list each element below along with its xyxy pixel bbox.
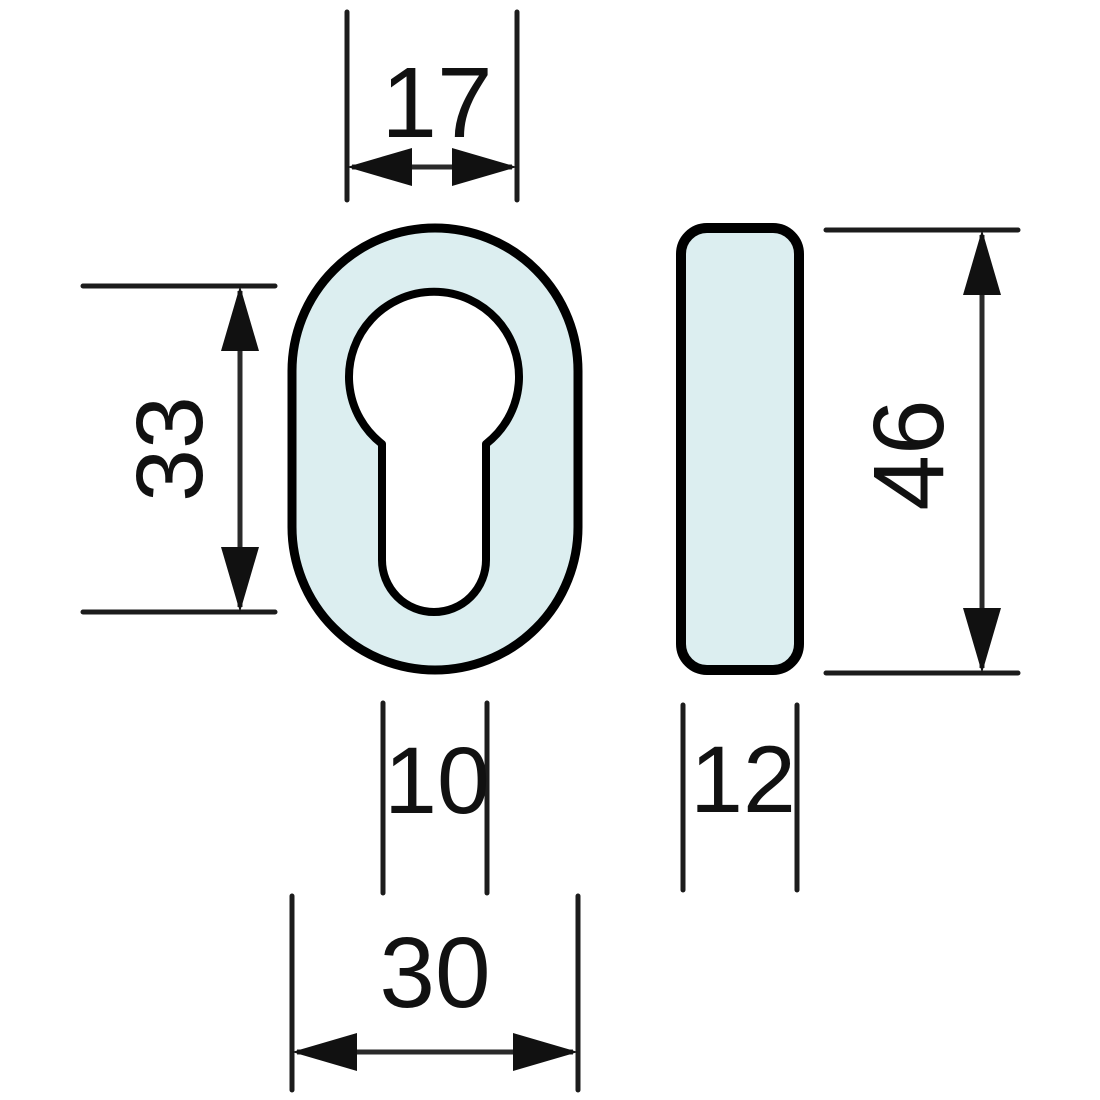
- dimension-keyhole-height: 33: [80, 283, 278, 615]
- dimension-label-30: 30: [379, 917, 490, 1029]
- arrowhead-right-icon: [513, 1033, 578, 1071]
- arrowhead-down-icon: [963, 608, 1001, 673]
- dimension-label-10: 10: [384, 728, 490, 834]
- dimension-label-17: 17: [381, 47, 492, 159]
- dimension-plate-width: 30: [289, 893, 581, 1093]
- arrowhead-up-icon: [963, 230, 1001, 295]
- dimension-plate-thickness: 12: [680, 702, 800, 893]
- dimension-keyhole-circle-diameter: 17: [344, 9, 520, 203]
- side-plate-outline: [676, 223, 804, 675]
- euro-keyhole-cutout: [345, 287, 523, 616]
- dimension-label-46: 46: [853, 399, 965, 510]
- side-view: [676, 223, 804, 675]
- front-view: [287, 223, 583, 675]
- arrowhead-up-icon: [221, 286, 259, 351]
- arrowhead-left-icon: [292, 1033, 357, 1071]
- dimension-slot-width: 10: [380, 700, 490, 896]
- dimension-label-12: 12: [690, 727, 796, 833]
- arrowhead-right-icon: [452, 148, 517, 186]
- arrowhead-left-icon: [347, 148, 412, 186]
- arrowhead-down-icon: [221, 547, 259, 612]
- dimension-plate-height: 46: [823, 227, 1021, 676]
- dimension-label-33: 33: [117, 396, 223, 502]
